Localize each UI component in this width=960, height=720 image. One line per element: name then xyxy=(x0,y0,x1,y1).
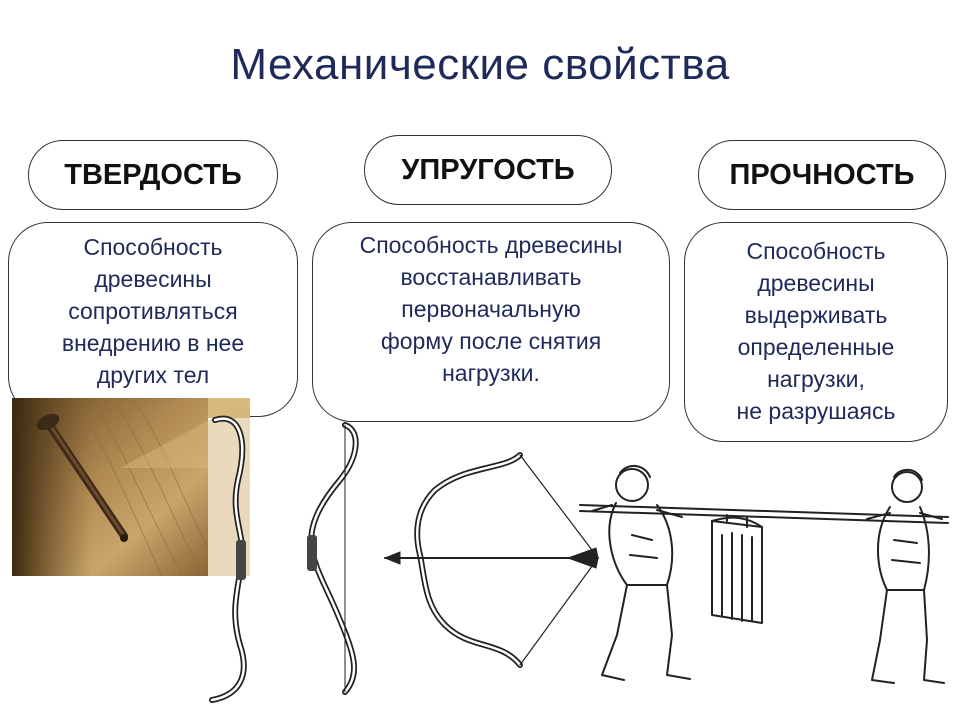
hardness-line: других тел xyxy=(96,362,210,388)
elasticity-description: Способность древесины восстанавливать пе… xyxy=(312,222,670,422)
strength-header: ПРОЧНОСТЬ xyxy=(698,140,946,210)
nail-in-wood-image xyxy=(12,398,250,576)
elasticity-line: Способность древесины xyxy=(359,232,623,258)
strength-line: не разрушаясь xyxy=(736,398,896,424)
hardness-label: ТВЕРДОСТЬ xyxy=(64,158,242,191)
hardness-line: внедрению в нее xyxy=(61,330,245,356)
page-title: Механические свойства xyxy=(230,40,730,89)
strength-line: выдерживать xyxy=(744,302,888,328)
strength-line: древесины xyxy=(757,270,875,296)
hardness-line: сопротивляться xyxy=(68,298,238,324)
elasticity-line: восстанавливать xyxy=(400,264,582,290)
bows-image xyxy=(209,415,599,703)
strength-line: Способность xyxy=(746,238,886,264)
hardness-line: Способность xyxy=(83,234,223,260)
elasticity-line: первоначальную xyxy=(401,296,581,322)
elasticity-line: форму после снятия xyxy=(380,328,602,354)
elasticity-label: УПРУГОСТЬ xyxy=(401,153,575,186)
strength-label: ПРОЧНОСТЬ xyxy=(729,158,915,191)
strength-description: Способность древесины выдерживать опреде… xyxy=(684,222,948,442)
elasticity-header: УПРУГОСТЬ xyxy=(364,135,612,205)
hardness-line: древесины xyxy=(94,266,212,292)
strength-line: определенные xyxy=(737,334,895,360)
strength-line: нагрузки, xyxy=(767,366,865,392)
hardness-header: ТВЕРДОСТЬ xyxy=(28,140,278,210)
men-carrying-load-image xyxy=(579,465,949,684)
elasticity-line: нагрузки. xyxy=(442,360,540,386)
hardness-description: Способность древесины сопротивляться вне… xyxy=(8,222,298,417)
